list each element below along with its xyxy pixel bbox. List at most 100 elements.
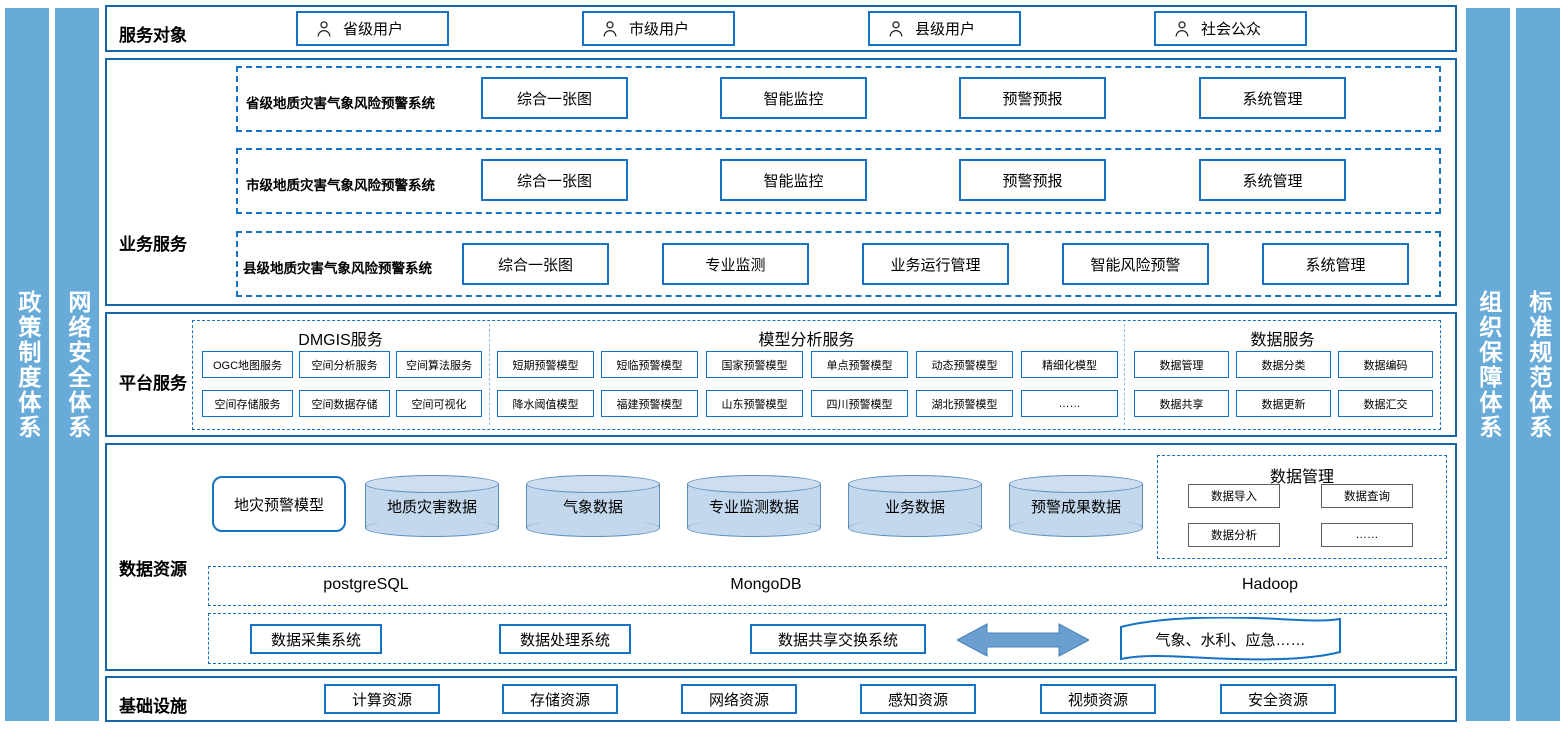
label: 业务运行管理 xyxy=(890,256,981,274)
double-arrow-icon xyxy=(955,622,1091,658)
cylinder-geohazard-data[interactable]: 地质灾害数据 xyxy=(365,475,499,537)
cylinder-label: 预警成果数据 xyxy=(1030,498,1121,516)
data-resource-model-box[interactable]: 地灾预警模型 xyxy=(212,476,346,532)
label: 动态预警模型 xyxy=(931,359,998,372)
business-county-item-3[interactable]: 智能风险预警 xyxy=(1062,243,1209,285)
infrastructure-item-3[interactable]: 感知资源 xyxy=(860,684,976,714)
platform-model-r2-3[interactable]: 四川预警模型 xyxy=(811,390,908,417)
label: 湖北预警模型 xyxy=(931,398,998,411)
label: 空间存储服务 xyxy=(214,398,281,411)
infrastructure-item-5[interactable]: 安全资源 xyxy=(1220,684,1336,714)
platform-divider-1 xyxy=(489,324,490,425)
business-county-item-1[interactable]: 专业监测 xyxy=(662,243,809,285)
label: 系统管理 xyxy=(1305,256,1366,274)
cylinder-top xyxy=(365,475,499,493)
sidebar-organization-guarantee: 组织保障体系 xyxy=(1466,8,1510,721)
cylinder-professional-monitoring-data[interactable]: 专业监测数据 xyxy=(687,475,821,537)
platform-dataservice-r2-1[interactable]: 数据更新 xyxy=(1236,390,1331,417)
label: 数据处理系统 xyxy=(519,631,610,649)
cylinder-bottom xyxy=(687,519,821,537)
label: 系统管理 xyxy=(1242,172,1303,190)
cylinder-business-data[interactable]: 业务数据 xyxy=(848,475,982,537)
business-city-item-2[interactable]: 预警预报 xyxy=(959,159,1106,201)
label: 智能风险预警 xyxy=(1090,256,1181,274)
platform-dmgis-r1-0[interactable]: OGC地图服务 xyxy=(202,351,293,378)
database-mongodb[interactable]: MongoDB xyxy=(730,576,802,593)
data-management-title: 数据管理 xyxy=(1269,469,1334,486)
user-chip-city[interactable]: 市级用户 xyxy=(582,11,735,46)
platform-model-r1-5[interactable]: 精细化模型 xyxy=(1021,351,1118,378)
platform-dmgis-r1-2[interactable]: 空间算法服务 xyxy=(396,351,482,378)
database-hadoop[interactable]: Hadoop xyxy=(1241,576,1299,593)
platform-model-r2-0[interactable]: 降水阈值模型 xyxy=(497,390,594,417)
label: 数据分类 xyxy=(1261,359,1306,372)
sidebar-network-security-label: 网络安全体系 xyxy=(64,289,91,440)
platform-model-r1-1[interactable]: 短临预警模型 xyxy=(601,351,698,378)
business-province-item-1[interactable]: 智能监控 xyxy=(720,77,867,119)
business-city-item-1[interactable]: 智能监控 xyxy=(720,159,867,201)
cylinder-label: 气象数据 xyxy=(562,498,623,516)
label: 国家预警模型 xyxy=(721,359,788,372)
cylinder-warning-result-data[interactable]: 预警成果数据 xyxy=(1009,475,1143,537)
platform-group-data-title: 数据服务 xyxy=(1250,332,1315,349)
data-management-item-1[interactable]: 数据查询 xyxy=(1321,484,1413,508)
platform-model-r1-2[interactable]: 国家预警模型 xyxy=(706,351,803,378)
business-province-item-2[interactable]: 预警预报 xyxy=(959,77,1106,119)
data-management-item-0[interactable]: 数据导入 xyxy=(1188,484,1280,508)
platform-model-r2-1[interactable]: 福建预警模型 xyxy=(601,390,698,417)
platform-model-r2-4[interactable]: 湖北预警模型 xyxy=(916,390,1013,417)
system-data-processing[interactable]: 数据处理系统 xyxy=(499,624,631,654)
platform-dmgis-r1-1[interactable]: 空间分析服务 xyxy=(299,351,390,378)
business-row-county-label: 县级地质灾害气象风险预警系统 xyxy=(243,261,432,276)
database-postgresql[interactable]: postgreSQL xyxy=(323,576,409,593)
layer-business-service-title: 业务服务 xyxy=(119,235,187,254)
business-province-item-3[interactable]: 系统管理 xyxy=(1199,77,1346,119)
platform-dataservice-r1-2[interactable]: 数据编码 xyxy=(1338,351,1433,378)
infrastructure-item-1[interactable]: 存储资源 xyxy=(502,684,618,714)
label: 山东预警模型 xyxy=(721,398,788,411)
label: 数据管理 xyxy=(1159,359,1204,372)
platform-model-r1-3[interactable]: 单点预警模型 xyxy=(811,351,908,378)
platform-dataservice-r1-1[interactable]: 数据分类 xyxy=(1236,351,1331,378)
business-county-item-0[interactable]: 综合一张图 xyxy=(462,243,609,285)
user-chip-province-label: 省级用户 xyxy=(343,21,404,38)
platform-model-r2-2[interactable]: 山东预警模型 xyxy=(706,390,803,417)
platform-dmgis-r2-2[interactable]: 空间可视化 xyxy=(396,390,482,417)
infrastructure-item-2[interactable]: 网络资源 xyxy=(681,684,797,714)
platform-model-r1-4[interactable]: 动态预警模型 xyxy=(916,351,1013,378)
platform-dataservice-r2-2[interactable]: 数据汇交 xyxy=(1338,390,1433,417)
platform-dataservice-r1-0[interactable]: 数据管理 xyxy=(1134,351,1229,378)
platform-dmgis-r2-1[interactable]: 空间数据存储 xyxy=(299,390,390,417)
business-province-item-0[interactable]: 综合一张图 xyxy=(481,77,628,119)
label: 数据查询 xyxy=(1344,491,1390,503)
business-city-item-0[interactable]: 综合一张图 xyxy=(481,159,628,201)
user-chip-city-label: 市级用户 xyxy=(629,21,690,38)
business-city-item-3[interactable]: 系统管理 xyxy=(1199,159,1346,201)
user-chip-public[interactable]: 社会公众 xyxy=(1154,11,1307,46)
cylinder-meteorological-data[interactable]: 气象数据 xyxy=(526,475,660,537)
label: 空间数据存储 xyxy=(311,398,378,411)
infrastructure-item-0[interactable]: 计算资源 xyxy=(324,684,440,714)
label: 综合一张图 xyxy=(497,256,573,274)
data-management-item-2[interactable]: 数据分析 xyxy=(1188,523,1280,547)
user-chip-county[interactable]: 县级用户 xyxy=(868,11,1021,46)
cylinder-bottom xyxy=(526,519,660,537)
label: 智能监控 xyxy=(763,90,824,108)
person-icon xyxy=(886,19,906,39)
system-data-collection[interactable]: 数据采集系统 xyxy=(250,624,382,654)
platform-model-r1-0[interactable]: 短期预警模型 xyxy=(497,351,594,378)
user-chip-province[interactable]: 省级用户 xyxy=(296,11,449,46)
label: 视频资源 xyxy=(1067,691,1128,709)
cylinder-bottom xyxy=(848,519,982,537)
business-county-item-2[interactable]: 业务运行管理 xyxy=(862,243,1009,285)
data-management-item-3[interactable]: …… xyxy=(1321,523,1413,547)
platform-dmgis-r2-0[interactable]: 空间存储服务 xyxy=(202,390,293,417)
business-county-item-4[interactable]: 系统管理 xyxy=(1262,243,1409,285)
label: OGC地图服务 xyxy=(212,359,283,372)
label: 网络资源 xyxy=(708,691,769,709)
system-data-exchange[interactable]: 数据共享交换系统 xyxy=(750,624,926,654)
external-departments-shape[interactable]: 气象、水利、应急…… xyxy=(1118,616,1343,662)
platform-dataservice-r2-0[interactable]: 数据共享 xyxy=(1134,390,1229,417)
infrastructure-item-4[interactable]: 视频资源 xyxy=(1040,684,1156,714)
platform-model-r2-5[interactable]: …… xyxy=(1021,390,1118,417)
